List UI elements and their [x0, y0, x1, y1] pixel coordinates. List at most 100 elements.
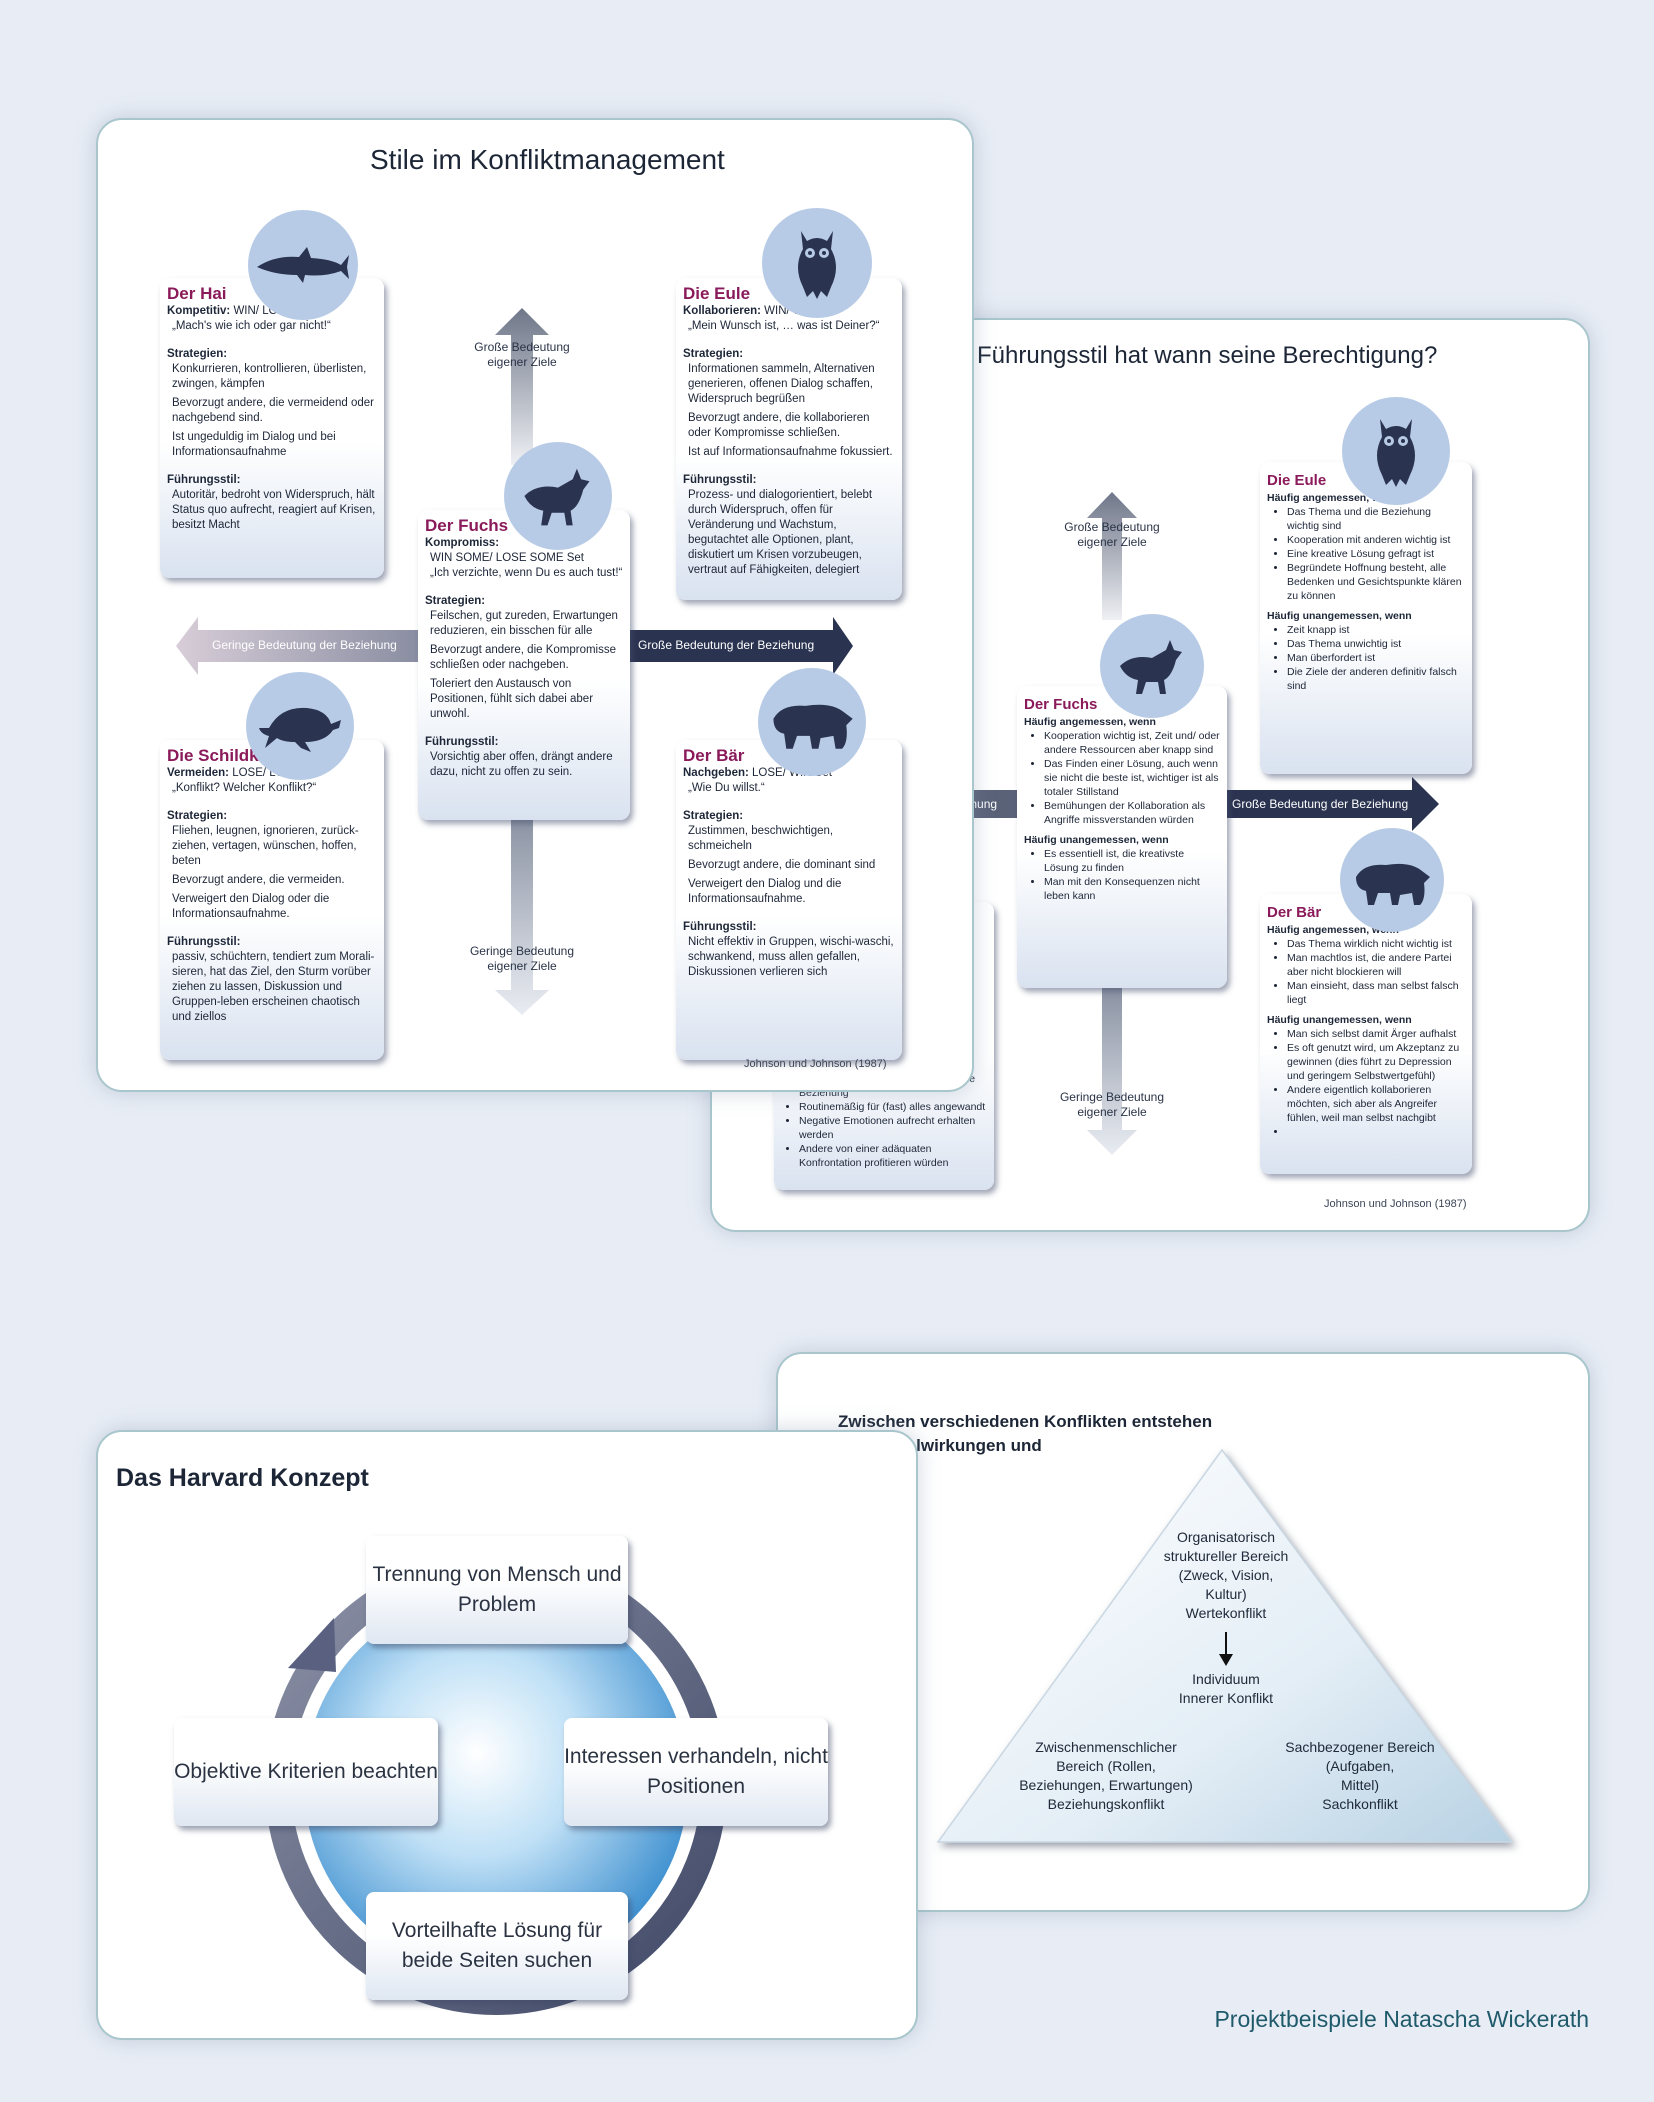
slide1-axis-bottom: Geringe Bedeutung eigener Ziele	[469, 944, 575, 973]
harvard-box-left: Objektive Kriterien beachten	[174, 1718, 438, 1826]
pyramid-top-text: Organisatorisch struktureller Bereich (Z…	[1116, 1528, 1336, 1623]
list-item: Eine kreative Lösung gefragt ist	[1287, 547, 1465, 561]
slide2-axes	[957, 492, 1439, 1155]
baer-type: Nachgeben:	[683, 767, 749, 779]
hai-lead-text: Autoritär, bedroht von Widerspruch, hält…	[172, 489, 376, 531]
pyramid-line: Individuum	[1192, 1671, 1260, 1687]
pyramid-line: Beziehungskonflikt	[1047, 1796, 1165, 1812]
pyramid-line: Bereich (Rollen,	[1056, 1758, 1156, 1774]
footer-credit: Projektbeispiele Natascha Wickerath	[1214, 2006, 1589, 2032]
cycle-arrow-head	[288, 1618, 336, 1672]
bear-icon	[773, 704, 853, 749]
pyramid-left-text: Zwischenmenschlicher Bereich (Rollen, Be…	[996, 1738, 1216, 1814]
eule-strat-text: Ist auf Informationsaufnahme fokussiert.	[688, 446, 893, 458]
pyramid-line: (Zweck, Vision,	[1178, 1567, 1274, 1583]
eule-strat-head: Strategien:	[683, 348, 744, 360]
slide2-down-arrow	[1087, 988, 1137, 1155]
pyramid-line: (Aufgaben,	[1325, 1758, 1395, 1774]
slide2-bear-circle	[1340, 828, 1444, 932]
list-item	[1287, 1125, 1465, 1139]
baer-strat-text: Verweigert den Dialog und die Informatio…	[688, 878, 842, 905]
eule-lead-head: Führungsstil:	[683, 474, 757, 486]
list-item: Man machtlos ist, die andere Partei aber…	[1287, 951, 1465, 979]
hai-quote: „Mach's wie ich oder gar nicht!“	[172, 320, 331, 332]
slide1-title: Stile im Konfliktmanagement	[370, 144, 725, 175]
eule-name: Die Eule	[683, 284, 751, 303]
pyramid-arrow-head	[1219, 1654, 1233, 1666]
owl-icon	[1377, 419, 1415, 487]
slide2-owl-circle	[1342, 397, 1450, 505]
baer-card: Der Bär Nachgeben: LOSE/ WIN Set „Wie Du…	[676, 740, 902, 1060]
owl-circle	[762, 208, 872, 318]
fox-icon	[1120, 640, 1182, 694]
fuchs-card: Der Fuchs Kompromiss: WIN SOME/ LOSE SOM…	[418, 510, 630, 820]
hai-card: Der Hai Kompetitiv: WIN/ LOSE Set „Mach'…	[160, 278, 384, 578]
shark-icon	[257, 247, 349, 283]
list-item: Zeit knapp ist	[1287, 623, 1465, 637]
harvard-box-top: Trennung von Mensch und Problem	[366, 1536, 628, 1644]
baer-quote: „Wie Du willst.“	[688, 782, 765, 794]
list-item: Man mit den Konsequenzen nicht leben kan…	[1044, 875, 1220, 903]
list-item: Man überfordert ist	[1287, 651, 1465, 665]
eule-strat-text: Informationen sammeln, Alternativen gene…	[688, 363, 875, 405]
slide2-up-arrow	[1087, 492, 1137, 620]
cycle-sphere	[304, 1592, 688, 1976]
slide2-eule-card: Die Eule Häufig angemessen, wenn Das The…	[1260, 462, 1472, 774]
eule-type: Kollaborieren:	[683, 305, 761, 317]
slide1-down-arrow	[495, 815, 549, 1015]
slide2-baer-card: Der Bär Häufig angemessen, wenn Das Them…	[1260, 894, 1472, 1174]
peek-item: Routinemäßig für (fast) alles angewandt	[799, 1100, 987, 1114]
list-item: Begründete Hoffnung besteht, alle Bedenk…	[1287, 561, 1465, 603]
harvard-box-bottom: Vorteilhafte Lösung für beide Seiten suc…	[366, 1892, 628, 2000]
list-item: Das Thema unwichtig ist	[1287, 637, 1465, 651]
pyramid-line: Sachkonflikt	[1322, 1796, 1398, 1812]
baer-strat-text: Zustimmen, beschwichtigen, schmeicheln	[688, 825, 834, 852]
slide2-fuchs-h2: Häufig unangemessen, wenn	[1024, 834, 1169, 846]
slide4-title-line: Zwischen verschiedenen Konflikten entste…	[838, 1412, 1213, 1431]
slide3-title: Das Harvard Konzept	[116, 1464, 369, 1492]
kroete-strat-text: Fliehen, leugnen, ignorieren, zurück-zie…	[172, 825, 359, 867]
slide1-right-arrow	[628, 617, 853, 675]
baer-strat-head: Strategien:	[683, 810, 744, 822]
eule-card: Die Eule Kollaborieren: WIN/ WIN Set „Me…	[676, 278, 902, 600]
hai-strat-text: Konkurrieren, kontrollieren, überlisten,…	[172, 363, 367, 390]
pyramid-line: Kultur)	[1205, 1586, 1247, 1602]
slide2-axis-bottom: Geringe Bedeutung eigener Ziele	[1059, 1090, 1165, 1119]
slide2-right-arrow	[1227, 777, 1439, 831]
slide2-axis-right: Große Bedeutung der Beziehung	[1232, 797, 1409, 811]
fuchs-lead-head: Führungsstil:	[425, 736, 499, 748]
fuchs-strat-text: Bevorzugt andere, die Kompromisse schlie…	[430, 644, 617, 671]
baer-lead-text: Nicht effektiv in Gruppen, wischi-waschi…	[688, 936, 894, 978]
fuchs-type: Kompromiss:	[425, 537, 500, 549]
fox-icon	[524, 468, 590, 526]
hai-strat-text: Bevorzugt andere, die vermeidend oder na…	[172, 397, 375, 424]
baer-strat-text: Bevorzugt andere, die dominant sind	[688, 859, 876, 871]
eule-quote: „Mein Wunsch ist, … was ist Deiner?“	[688, 320, 880, 332]
pyramid-diagram	[936, 1448, 1514, 1843]
slide-fuehrungsstil: Führungsstil hat wann seine Berechtigung…	[710, 318, 1590, 1232]
fuchs-strat-text: Toleriert den Austausch von Positionen, …	[430, 678, 594, 720]
slide2-left-arrow-stub	[957, 790, 1027, 818]
list-item: Das Thema wirklich nicht wichtig ist	[1287, 937, 1465, 951]
fuchs-lead-text: Vorsichtig aber offen, drängt andere daz…	[430, 751, 613, 778]
eule-strat-text: Bevorzugt andere, die kollaborieren oder…	[688, 412, 870, 439]
list-item: Es essentiell ist, die kreativste Lösung…	[1044, 847, 1220, 875]
fox-circle	[504, 442, 612, 550]
pyramid-center-text: Individuum Innerer Konflikt	[1126, 1670, 1326, 1708]
slide2-source: Johnson und Johnson (1987)	[1324, 1198, 1467, 1210]
slide1-axes	[176, 308, 853, 1015]
peek-item: Negative Emotionen aufrecht erhalten wer…	[799, 1114, 987, 1142]
kroete-strat-text: Bevorzugt andere, die vermeiden.	[172, 874, 345, 886]
list-item: Man einsieht, dass man selbst falsch lie…	[1287, 979, 1465, 1007]
list-item: Bemühungen der Kollaboration als Angriff…	[1044, 799, 1220, 827]
fuchs-quote2: „Ich verzichte, wenn Du es auch tust!“	[430, 567, 623, 579]
slide1-source: Johnson und Johnson (1987)	[744, 1058, 887, 1070]
eule-lead-text: Prozess- und dialogorientiert, belebt du…	[688, 489, 873, 576]
turtle-circle	[246, 672, 354, 780]
slide2-fuchs-h1: Häufig angemessen, wenn	[1024, 716, 1156, 728]
slide2-fox-circle	[1100, 614, 1204, 718]
slide2-fuchs-card: Der Fuchs Häufig angemessen, wenn Kooper…	[1017, 686, 1227, 988]
baer-lead-head: Führungsstil:	[683, 921, 757, 933]
kroete-card: Die Schildkröte Vermeiden: LOSE/ LOSE Se…	[160, 740, 384, 1060]
kroete-lead-text: passiv, schüchtern, tendiert zum Morali-…	[172, 951, 375, 1023]
